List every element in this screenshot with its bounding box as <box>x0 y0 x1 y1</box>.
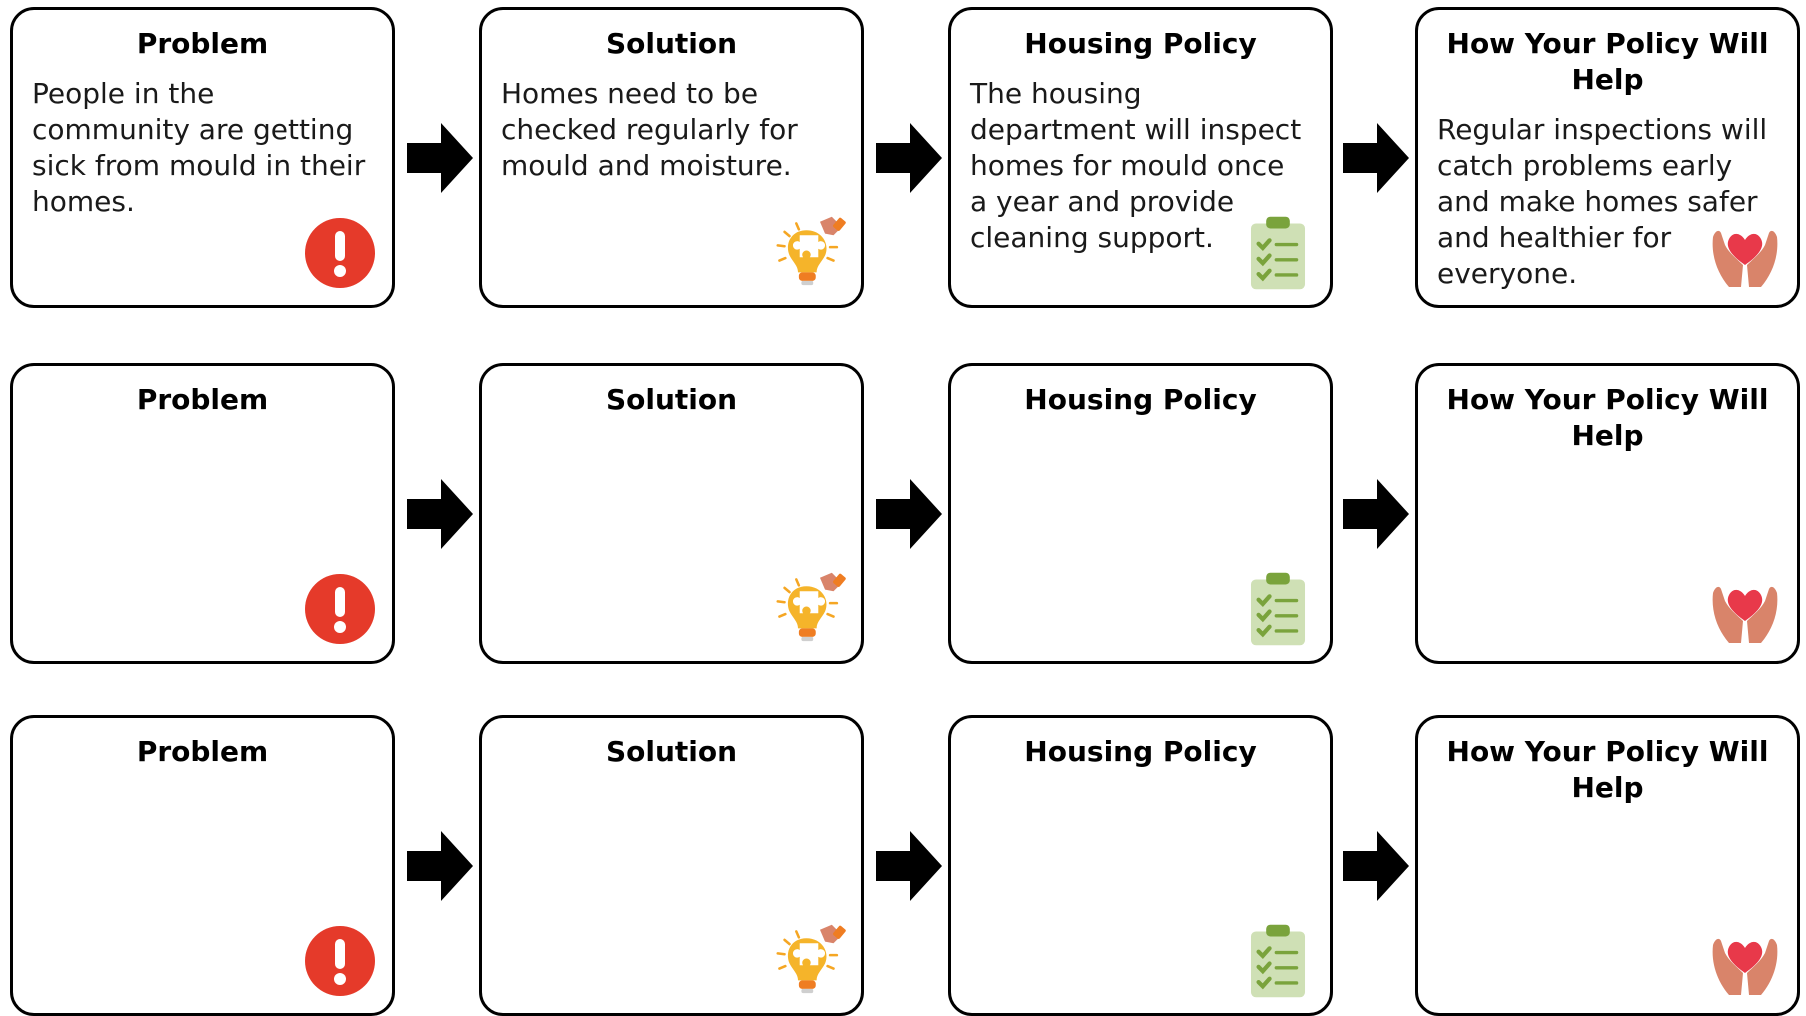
card-title: Housing Policy <box>1024 27 1257 60</box>
lightbulb-puzzle-icon <box>771 571 847 647</box>
right-arrow-icon <box>1343 123 1409 193</box>
card-title: Housing Policy <box>1024 383 1257 416</box>
lightbulb-puzzle-icon <box>771 215 847 291</box>
solution-card: Solution <box>479 363 864 664</box>
right-arrow-icon <box>1343 831 1409 901</box>
how-policy-helps-card: How Your Policy Will Help <box>1415 715 1800 1016</box>
right-arrow-icon <box>407 831 473 901</box>
right-arrow-icon <box>1343 479 1409 549</box>
housing-policy-card: Housing Policy <box>948 363 1333 664</box>
card-title: How Your Policy Will Help <box>1446 735 1769 804</box>
housing-policy-card: Housing Policy The housing department wi… <box>948 7 1333 308</box>
right-arrow-icon <box>876 479 942 549</box>
right-arrow-icon <box>407 479 473 549</box>
card-title: How Your Policy Will Help <box>1446 383 1769 452</box>
hands-heart-icon <box>1707 571 1783 647</box>
hands-heart-icon <box>1707 215 1783 291</box>
solution-card: Solution Homes need to be checked regula… <box>479 7 864 308</box>
how-policy-helps-card: How Your Policy Will Help Regular inspec… <box>1415 7 1800 308</box>
solution-card: Solution <box>479 715 864 1016</box>
card-text: People in the community are getting sick… <box>32 77 366 218</box>
card-text: Regular inspections will catch problems … <box>1437 113 1768 290</box>
right-arrow-icon <box>876 123 942 193</box>
card-text: Homes need to be checked regularly for m… <box>501 77 798 182</box>
housing-policy-card: Housing Policy <box>948 715 1333 1016</box>
card-text: The housing department will inspect home… <box>970 77 1302 254</box>
card-title: How Your Policy Will Help <box>1446 27 1769 96</box>
how-policy-helps-card: How Your Policy Will Help <box>1415 363 1800 664</box>
card-title: Housing Policy <box>1024 735 1257 768</box>
card-title: Solution <box>605 27 738 60</box>
card-title: Problem <box>136 735 269 768</box>
card-title: Problem <box>136 383 269 416</box>
exclamation-alert-icon <box>302 215 378 291</box>
clipboard-checklist-icon <box>1240 923 1316 999</box>
exclamation-alert-icon <box>302 923 378 999</box>
right-arrow-icon <box>876 831 942 901</box>
exclamation-alert-icon <box>302 571 378 647</box>
card-title: Problem <box>136 27 269 60</box>
clipboard-checklist-icon <box>1240 571 1316 647</box>
card-title: Solution <box>605 383 738 416</box>
hands-heart-icon <box>1707 923 1783 999</box>
problem-card: Problem <box>10 363 395 664</box>
problem-card: Problem <box>10 715 395 1016</box>
card-title: Solution <box>605 735 738 768</box>
right-arrow-icon <box>407 123 473 193</box>
problem-card: Problem People in the community are gett… <box>10 7 395 308</box>
clipboard-checklist-icon <box>1240 215 1316 291</box>
lightbulb-puzzle-icon <box>771 923 847 999</box>
